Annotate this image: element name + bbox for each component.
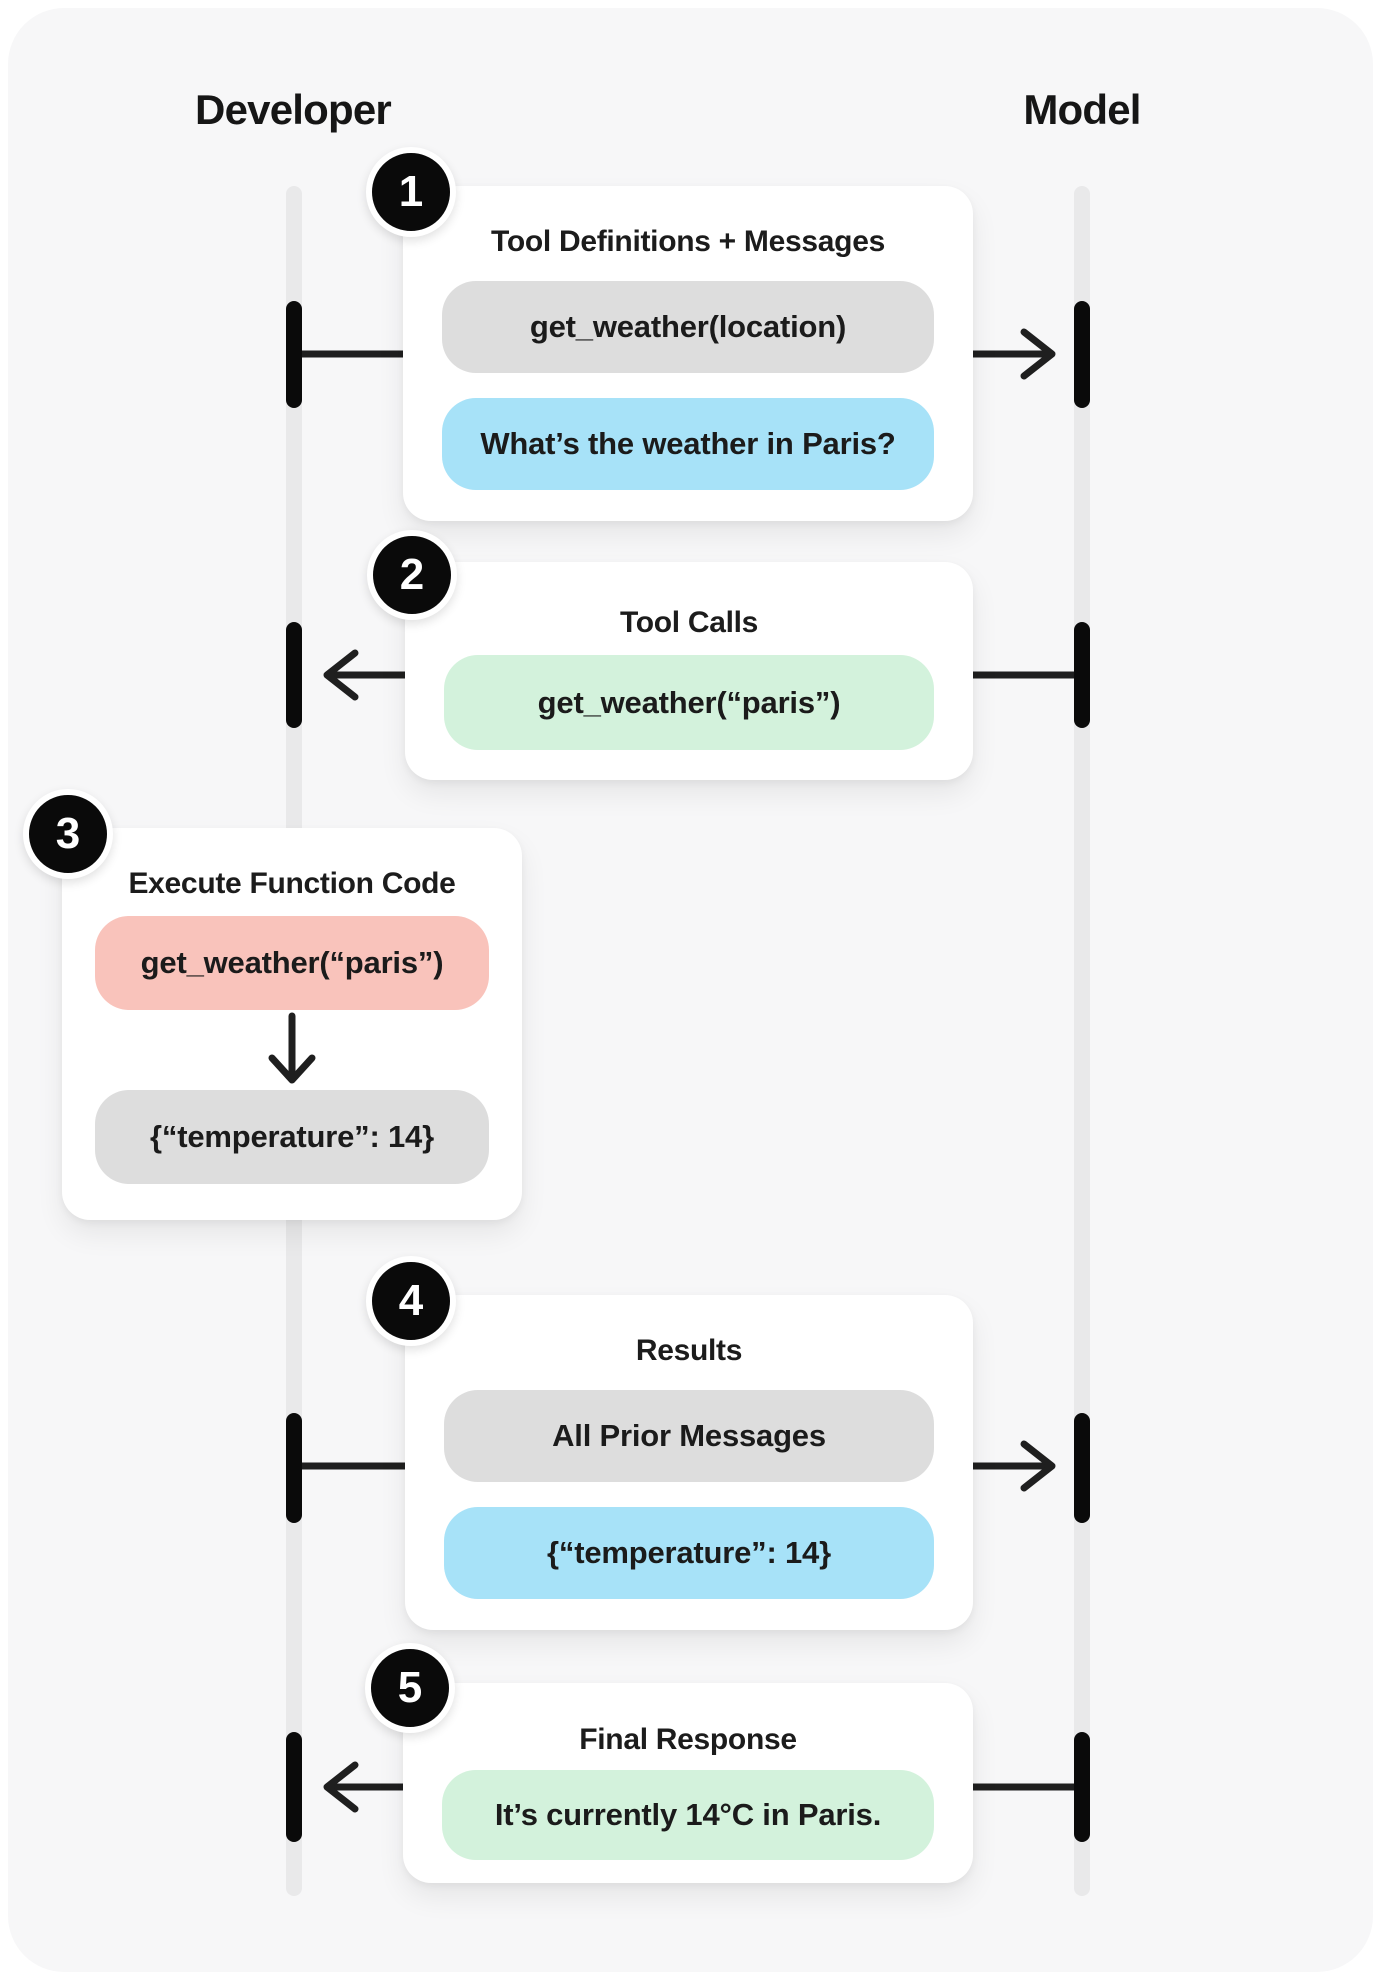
developer-activation-1 [286, 301, 302, 408]
step2-card: Tool Calls get_weather(“paris”) [405, 562, 973, 780]
actor-label-model: Model [1023, 86, 1141, 133]
step1-card: Tool Definitions + Messages get_weather(… [403, 186, 973, 521]
model-activation-2 [1074, 622, 1090, 728]
developer-activation-3 [286, 1413, 302, 1523]
arrow-down-icon [268, 1012, 316, 1084]
step5-title: Final Response [579, 1723, 797, 1756]
model-activation-3 [1074, 1413, 1090, 1523]
result-message-pill: {“temperature”: 14} [444, 1507, 934, 1599]
step1-badge: 1 [366, 147, 456, 237]
step4-badge: 4 [366, 1256, 456, 1346]
developer-activation-4 [286, 1732, 302, 1842]
arrowhead-left-icon [323, 649, 359, 701]
step2-badge: 2 [367, 530, 457, 620]
arrowhead-right-icon [1020, 328, 1056, 380]
arrowhead-left-icon [323, 1761, 359, 1813]
model-activation-1 [1074, 301, 1090, 408]
arrow-step4-right [297, 1440, 1056, 1492]
step3-card: Execute Function Code get_weather(“paris… [62, 828, 522, 1220]
function-execution-pill: get_weather(“paris”) [95, 916, 489, 1010]
arrow-step1-right [297, 328, 1056, 380]
step4-title: Results [635, 1334, 743, 1367]
step5-card: Final Response It’s currently 14°C in Pa… [403, 1683, 973, 1883]
step5-badge: 5 [365, 1643, 455, 1733]
step2-title: Tool Calls [619, 606, 759, 639]
function-result-pill: {“temperature”: 14} [95, 1090, 489, 1184]
tool-definition-pill: get_weather(location) [442, 281, 934, 373]
step3-title: Execute Function Code [128, 867, 456, 900]
user-message-pill: What’s the weather in Paris? [442, 398, 934, 490]
developer-activation-2 [286, 622, 302, 728]
actor-label-developer: Developer [195, 86, 392, 133]
final-response-pill: It’s currently 14°C in Paris. [442, 1770, 934, 1860]
arrowhead-right-icon [1020, 1440, 1056, 1492]
tool-call-pill: get_weather(“paris”) [444, 655, 934, 750]
prior-messages-pill: All Prior Messages [444, 1390, 934, 1482]
step1-title: Tool Definitions + Messages [491, 225, 885, 258]
execution-result-arrow [262, 1010, 322, 1090]
arrow-step2-left [323, 649, 1078, 701]
arrow-step5-left [323, 1761, 1078, 1813]
model-activation-4 [1074, 1732, 1090, 1842]
step3-badge: 3 [23, 789, 113, 879]
step4-card: Results All Prior Messages {“temperature… [405, 1295, 973, 1630]
